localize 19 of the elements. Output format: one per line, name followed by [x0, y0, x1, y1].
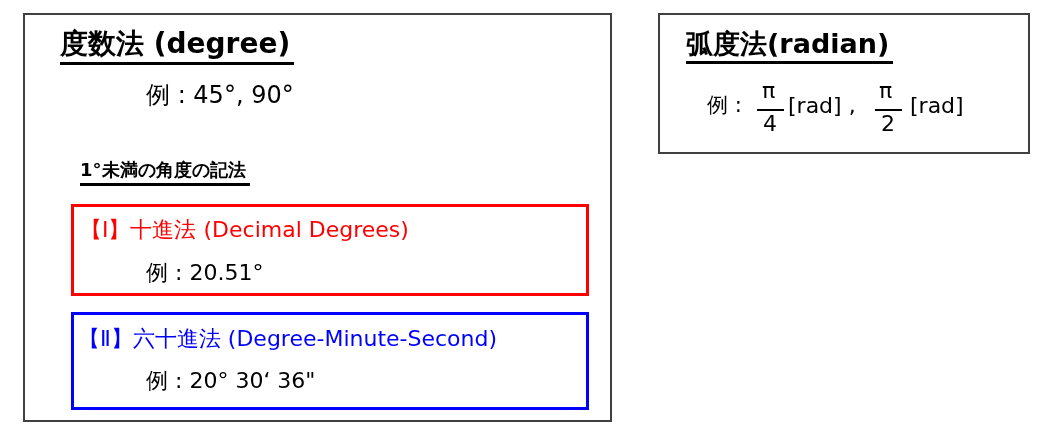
- fraction-denominator: 2: [881, 113, 895, 135]
- section-heading: 度数法 (degree): [60, 30, 295, 65]
- notation-box: [658, 13, 1030, 154]
- example-label: 例 :: [707, 95, 742, 116]
- unit-text: [rad] ,: [788, 95, 856, 117]
- section-heading: 弧度法(radian): [686, 30, 894, 64]
- example-text: 例 : 45°, 90°: [146, 83, 294, 107]
- example-text: 例 : 20.51°: [146, 262, 264, 284]
- method-heading: 【Ⅰ】十進法 (Decimal Degrees): [80, 219, 409, 241]
- notation-box: [71, 204, 589, 296]
- fraction-denominator: 4: [763, 113, 777, 135]
- fraction-numerator: π: [762, 80, 776, 102]
- unit-text: [rad]: [910, 95, 964, 117]
- example-text: 例 : 20° 30‘ 36": [146, 370, 316, 392]
- method-heading: 【Ⅱ】六十進法 (Degree-Minute-Second): [78, 328, 498, 350]
- fraction-numerator: π: [879, 80, 893, 102]
- notation-box: [23, 13, 612, 422]
- notation-box: [71, 312, 589, 410]
- subheading: 1°未満の角度の記法: [80, 161, 250, 186]
